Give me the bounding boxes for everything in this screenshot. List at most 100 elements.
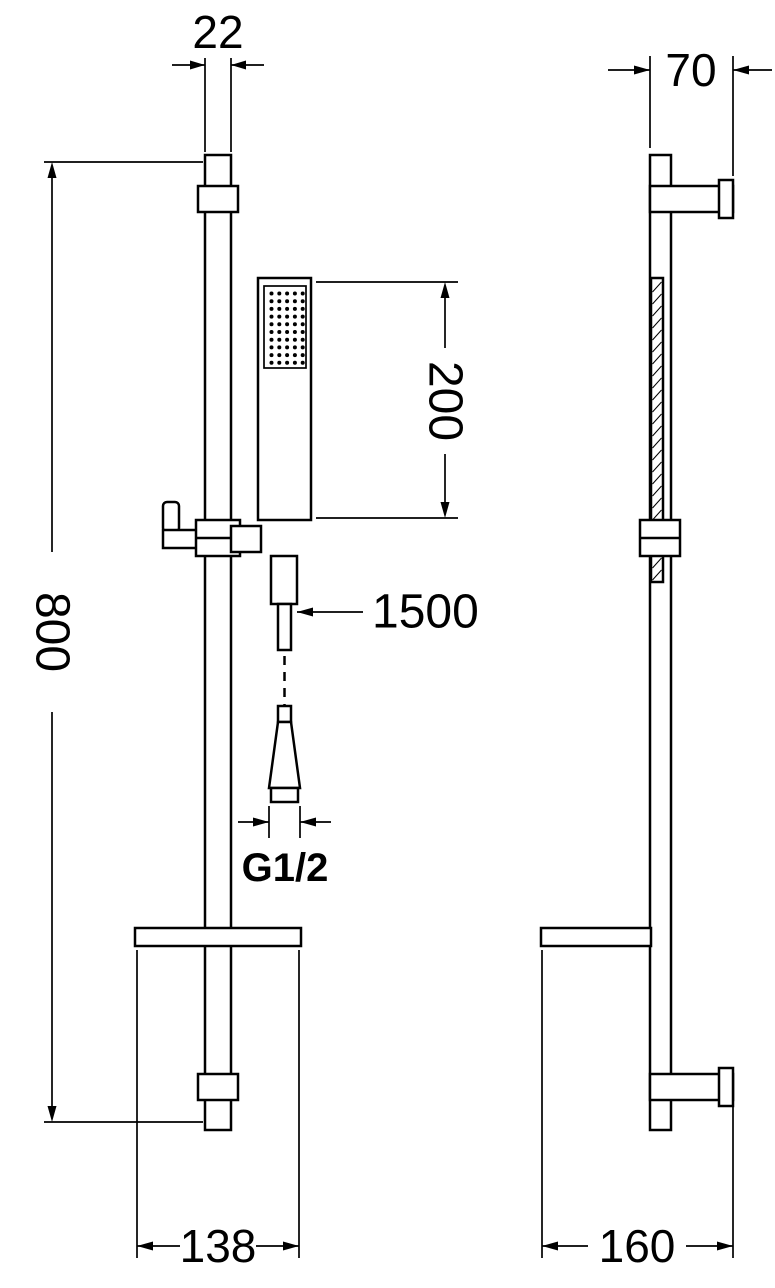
spray-dot xyxy=(277,345,282,350)
arrow-up-icon xyxy=(440,282,450,298)
dim-label-138: 138 xyxy=(180,1220,257,1272)
top-bracket-flange xyxy=(717,178,735,220)
spray-dot xyxy=(292,330,297,334)
arrow-left-icon xyxy=(300,817,316,827)
dim-label-800: 800 xyxy=(26,592,79,672)
spray-dot xyxy=(269,322,274,327)
spray-dot xyxy=(269,299,274,304)
spray-dot xyxy=(277,353,282,358)
dim-label-160: 160 xyxy=(599,1220,676,1272)
hose-nut-neck xyxy=(276,704,293,724)
hatch-line xyxy=(652,293,662,305)
spray-dot xyxy=(300,330,305,334)
spray-dot xyxy=(292,314,297,319)
hand-shower-body xyxy=(256,276,313,522)
spray-dot xyxy=(269,291,274,296)
bottom-bracket-front xyxy=(196,1072,240,1102)
dim-label-g12: G1/2 xyxy=(242,846,329,890)
dimension-side-shelf-depth: 160 xyxy=(541,950,734,1272)
hatch-line xyxy=(652,317,662,329)
hatch-line xyxy=(652,449,662,461)
hatch-line xyxy=(652,341,662,353)
spray-dot xyxy=(300,314,305,319)
arrow-right-icon xyxy=(253,817,269,827)
hatch-line xyxy=(652,557,662,569)
hatch-line xyxy=(652,425,662,437)
arrow-left-icon xyxy=(297,607,313,617)
spray-dot xyxy=(300,360,305,365)
dimension-handshower-length: 200 xyxy=(316,281,472,519)
spray-dot xyxy=(269,360,274,365)
hatch-line xyxy=(652,401,662,413)
shelf-front xyxy=(133,926,303,948)
slider-block-side xyxy=(638,518,682,558)
spray-dot xyxy=(300,291,305,296)
spray-face xyxy=(263,285,307,369)
dimension-front-shelf-width: 138 xyxy=(136,950,300,1272)
spray-dot xyxy=(300,345,305,350)
hatch-line xyxy=(652,473,662,485)
spray-dot xyxy=(300,322,305,327)
spray-dot xyxy=(277,360,282,365)
hatch-line xyxy=(652,305,662,317)
hatch-line xyxy=(652,281,662,293)
bottom-bracket-flange xyxy=(717,1066,735,1108)
dimension-thread-size: G1/2 xyxy=(238,806,331,890)
spray-dot xyxy=(277,322,282,327)
hatch-line xyxy=(652,509,662,521)
spray-dot xyxy=(292,360,297,365)
hatch-line xyxy=(652,437,662,449)
arrow-left-icon xyxy=(733,65,749,75)
spray-dot xyxy=(285,360,290,365)
arrow-down-icon xyxy=(440,502,450,518)
arrow-right-icon xyxy=(634,65,650,75)
arrow-left-icon xyxy=(542,1241,558,1251)
dimension-total-height: 800 xyxy=(26,161,203,1123)
hatch-line xyxy=(652,329,662,341)
spray-dot xyxy=(292,322,297,327)
hose-upper-connector xyxy=(269,554,299,606)
front-view xyxy=(133,153,313,1132)
spray-dot xyxy=(285,299,290,304)
arrow-left-icon xyxy=(137,1241,153,1251)
spray-dot xyxy=(300,353,305,358)
spray-dot xyxy=(292,353,297,358)
dimension-hose-length: 1500 xyxy=(297,586,479,639)
spray-dot xyxy=(285,353,290,358)
spray-dot xyxy=(269,337,274,342)
hatch-line xyxy=(652,389,662,401)
shower-holder-arm xyxy=(229,524,263,554)
spray-dot xyxy=(285,337,290,342)
arrow-right-icon xyxy=(190,60,205,70)
spray-dot xyxy=(292,337,297,342)
side-view xyxy=(539,153,735,1132)
dim-label-200: 200 xyxy=(419,361,472,441)
dimension-bracket-depth: 70 xyxy=(608,44,772,176)
top-bracket-front xyxy=(196,184,240,214)
hatch-line xyxy=(652,413,662,425)
hatch-line xyxy=(652,461,662,473)
hose-connector xyxy=(267,554,302,804)
arrow-left-icon xyxy=(231,60,246,70)
spray-dot xyxy=(285,314,290,319)
spray-dot xyxy=(285,322,290,327)
shelf-side xyxy=(539,926,653,948)
hose-nut-base xyxy=(269,786,300,804)
spray-dot xyxy=(269,345,274,350)
dimension-bar-width: 22 xyxy=(172,6,264,152)
bottom-bracket-side xyxy=(648,1066,735,1108)
dim-label-22: 22 xyxy=(192,6,243,58)
spray-dot xyxy=(285,330,290,334)
spray-dot xyxy=(300,306,305,311)
spray-dot xyxy=(292,299,297,304)
spray-dot xyxy=(285,291,290,296)
spray-dot xyxy=(277,291,282,296)
spray-dot xyxy=(277,314,282,319)
hatch-line xyxy=(652,353,662,365)
spray-dot xyxy=(277,299,282,304)
hatch-line xyxy=(652,365,662,377)
spray-dot xyxy=(285,345,290,350)
dim-label-1500: 1500 xyxy=(372,586,479,639)
spray-dot xyxy=(292,306,297,311)
